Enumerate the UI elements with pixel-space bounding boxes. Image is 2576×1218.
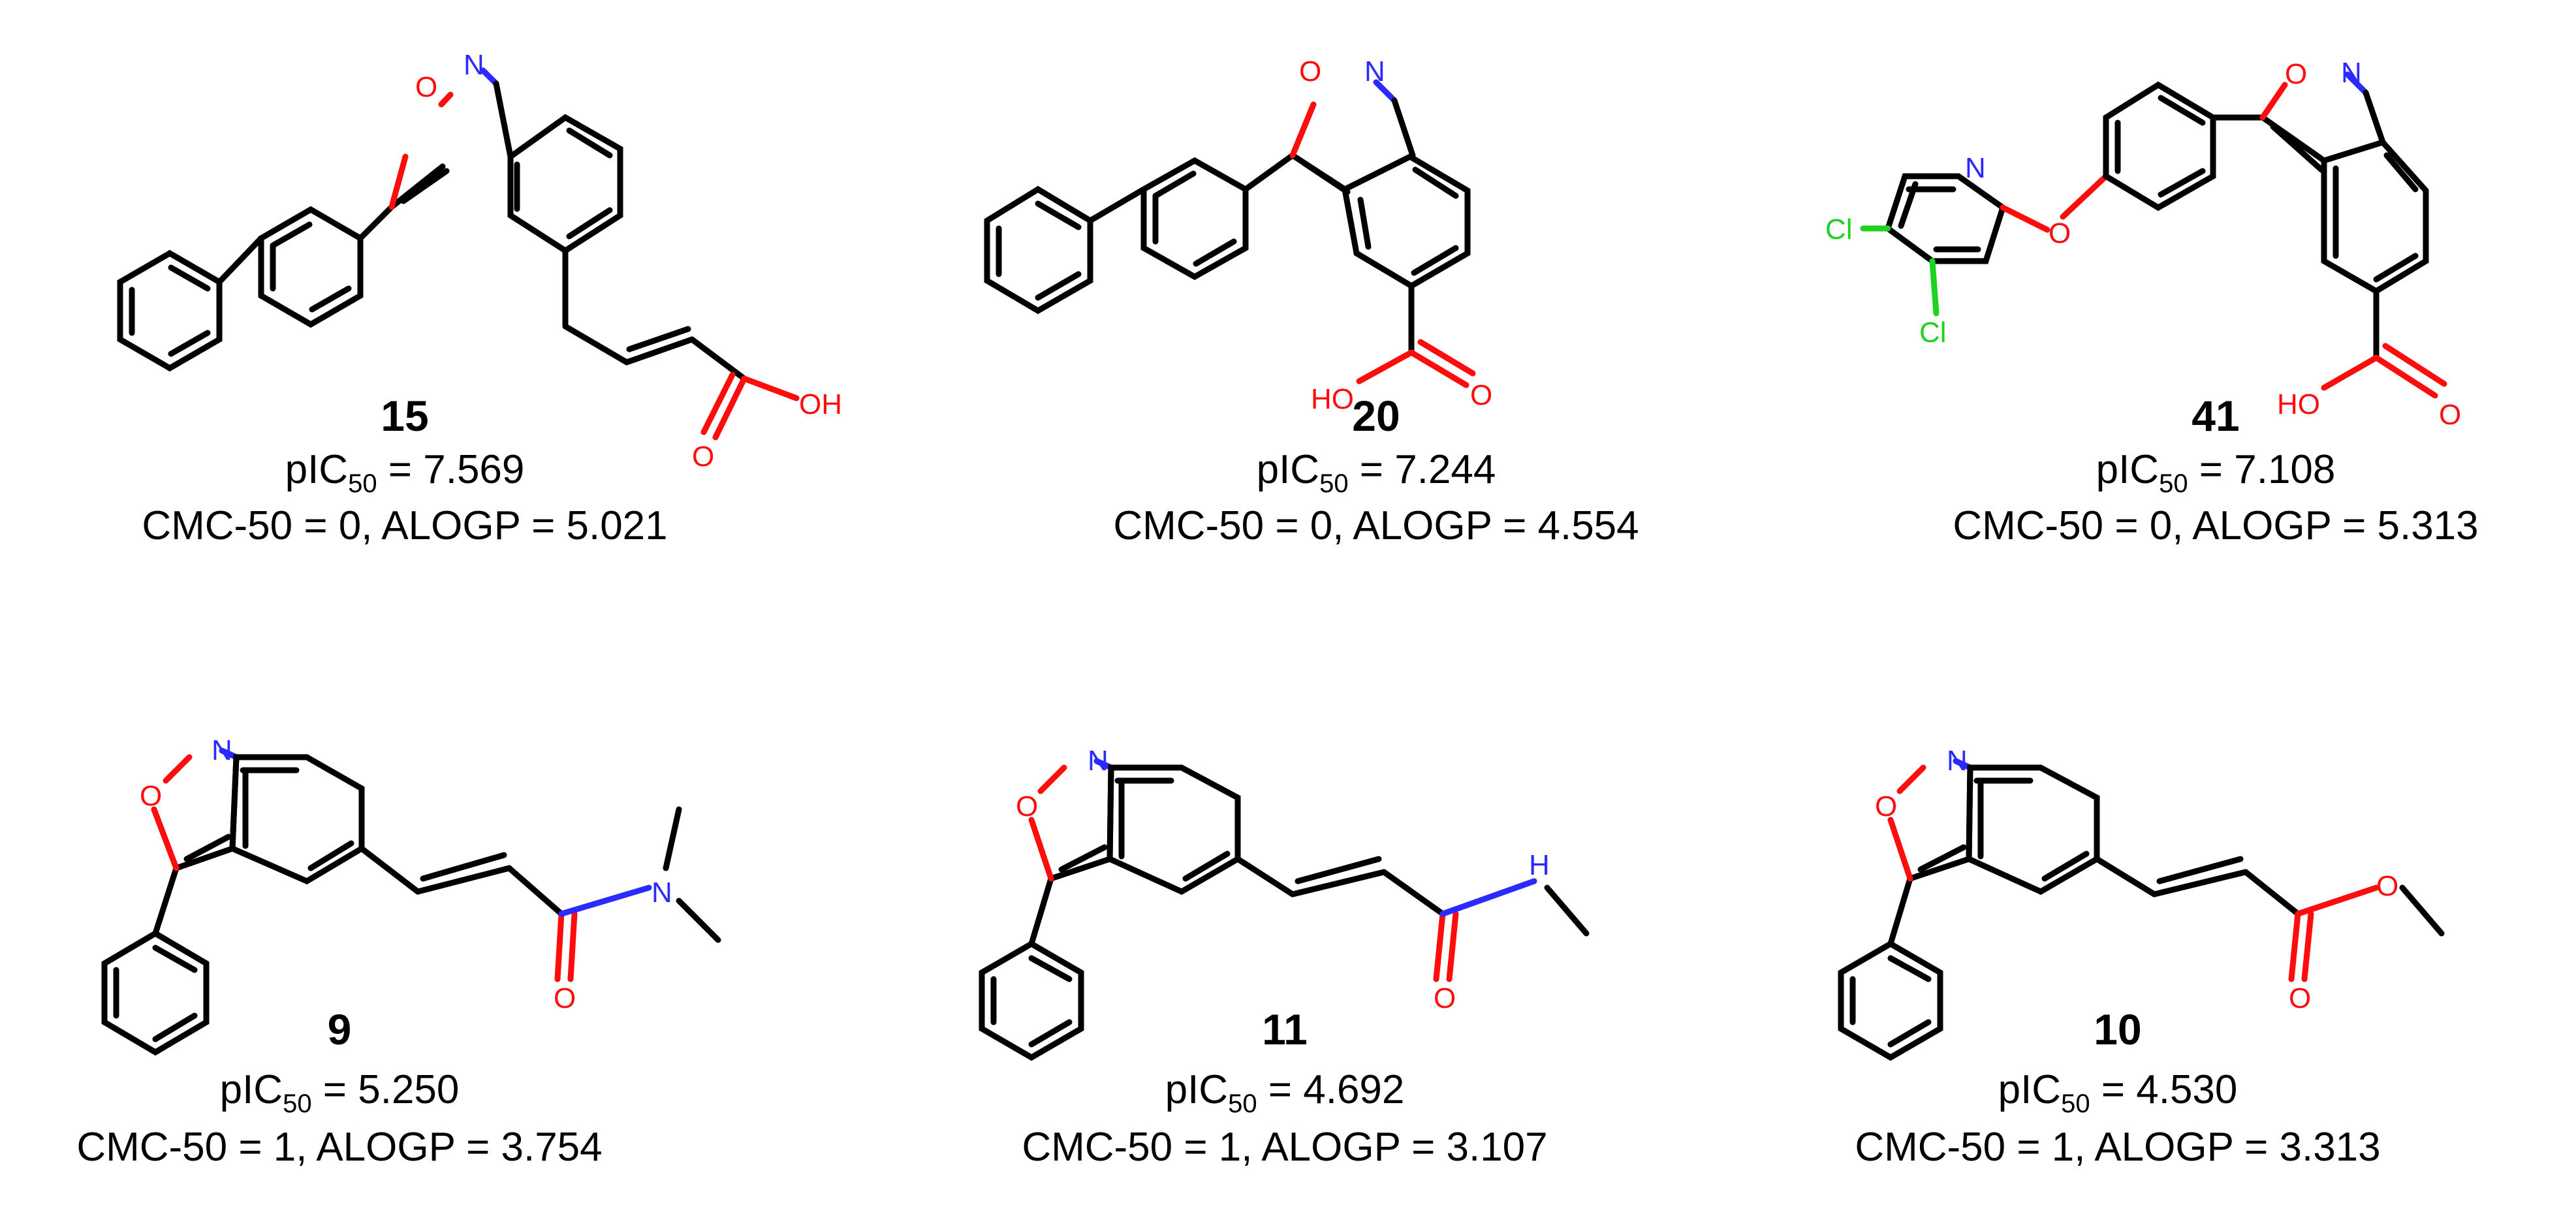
pic50-line-11: pIC50 = 4.692 (1165, 1067, 1405, 1118)
compound-label-20: 20 (1352, 392, 1400, 440)
structure-compound-9 (101, 747, 721, 1056)
props-line-9: CMC-50 = 1, ALOGP = 3.754 (76, 1125, 602, 1170)
atom-n-amide-11: H (1529, 849, 1550, 881)
atom-o-ether-41: O (2049, 217, 2071, 249)
structure-compound-15 (117, 67, 800, 441)
pic50-prefix: pIC (285, 447, 348, 492)
pic50-value: = 4.530 (2090, 1067, 2238, 1112)
atom-o-11: O (1016, 790, 1038, 822)
props-line-41: CMC-50 = 0, ALOGP = 5.313 (1953, 503, 2478, 548)
compound-label-41: 41 (2191, 392, 2239, 440)
atom-n-pyridine-41: N (1965, 152, 1986, 184)
compound-label-9: 9 (328, 1005, 352, 1054)
props-line-15: CMC-50 = 0, ALOGP = 5.021 (142, 503, 667, 548)
structure-compound-11 (979, 758, 1590, 1061)
structure-compound-10 (1838, 758, 2445, 1061)
atom-o-20: O (1299, 55, 1321, 87)
pic50-prefix: pIC (2096, 447, 2159, 492)
atom-o-carbonyl-20: O (1470, 379, 1492, 411)
atom-n-15: N (463, 49, 484, 81)
atom-o-carbonyl-41: O (2439, 399, 2461, 431)
pic50-line-15: pIC50 = 7.569 (285, 447, 525, 498)
atom-cl-5-41: Cl (1825, 213, 1853, 245)
pic50-subscript: 50 (2159, 469, 2188, 498)
atom-o-10: O (1875, 790, 1897, 822)
atom-o-carbonyl-15: O (692, 441, 714, 473)
pic50-line-41: pIC50 = 7.108 (2096, 447, 2336, 498)
pic50-prefix: pIC (1165, 1067, 1228, 1112)
atom-o-15: O (415, 71, 437, 103)
atom-n-20: N (1364, 55, 1385, 87)
atom-n-9: N (212, 734, 232, 766)
atom-n-41: N (2341, 57, 2362, 89)
compound-label-10: 10 (2094, 1005, 2141, 1054)
pic50-line-9: pIC50 = 5.250 (220, 1067, 460, 1118)
atom-n-11: N (1088, 745, 1108, 777)
pic50-subscript: 50 (2061, 1089, 2090, 1118)
atom-o-9: O (140, 780, 162, 812)
pic50-prefix: pIC (1257, 447, 1319, 492)
atom-o-carbonyl-9: O (554, 982, 576, 1014)
atom-o-ester-10: O (2376, 870, 2398, 902)
pic50-subscript: 50 (1228, 1089, 1257, 1118)
atom-oh-15: OH (799, 388, 842, 420)
atom-n-10: N (1947, 745, 1968, 777)
pic50-value: = 7.244 (1349, 447, 1496, 492)
atom-cl-3-41: Cl (1919, 317, 1947, 349)
pic50-value: = 5.250 (312, 1067, 460, 1112)
atom-n-amide-9: N (652, 877, 672, 909)
pic50-value: = 4.692 (1257, 1067, 1405, 1112)
atom-o-carbonyl-11: O (1434, 982, 1456, 1014)
pic50-value: = 7.108 (2188, 447, 2336, 492)
pic50-line-20: pIC50 = 7.244 (1257, 447, 1496, 498)
atom-o-carbonyl-10: O (2289, 982, 2311, 1014)
pic50-prefix: pIC (1998, 1067, 2061, 1112)
pic50-subscript: 50 (1319, 469, 1349, 498)
structure-compound-41 (1860, 71, 2447, 399)
pic50-subscript: 50 (348, 469, 377, 498)
atom-ho-41: HO (2277, 388, 2320, 420)
pic50-subscript: 50 (283, 1089, 312, 1118)
pic50-line-10: pIC50 = 4.530 (1998, 1067, 2238, 1118)
props-line-10: CMC-50 = 1, ALOGP = 3.313 (1855, 1125, 2380, 1170)
atom-o-41: O (2285, 58, 2307, 90)
pic50-prefix: pIC (220, 1067, 283, 1112)
props-line-20: CMC-50 = 0, ALOGP = 4.554 (1113, 503, 1639, 548)
pic50-value: = 7.569 (377, 447, 525, 492)
structure-compound-20 (984, 79, 1476, 388)
atom-ho-20: HO (1311, 383, 1354, 415)
compound-label-15: 15 (381, 392, 428, 440)
compound-label-11: 11 (1262, 1005, 1308, 1054)
props-line-11: CMC-50 = 1, ALOGP = 3.107 (1022, 1125, 1547, 1170)
